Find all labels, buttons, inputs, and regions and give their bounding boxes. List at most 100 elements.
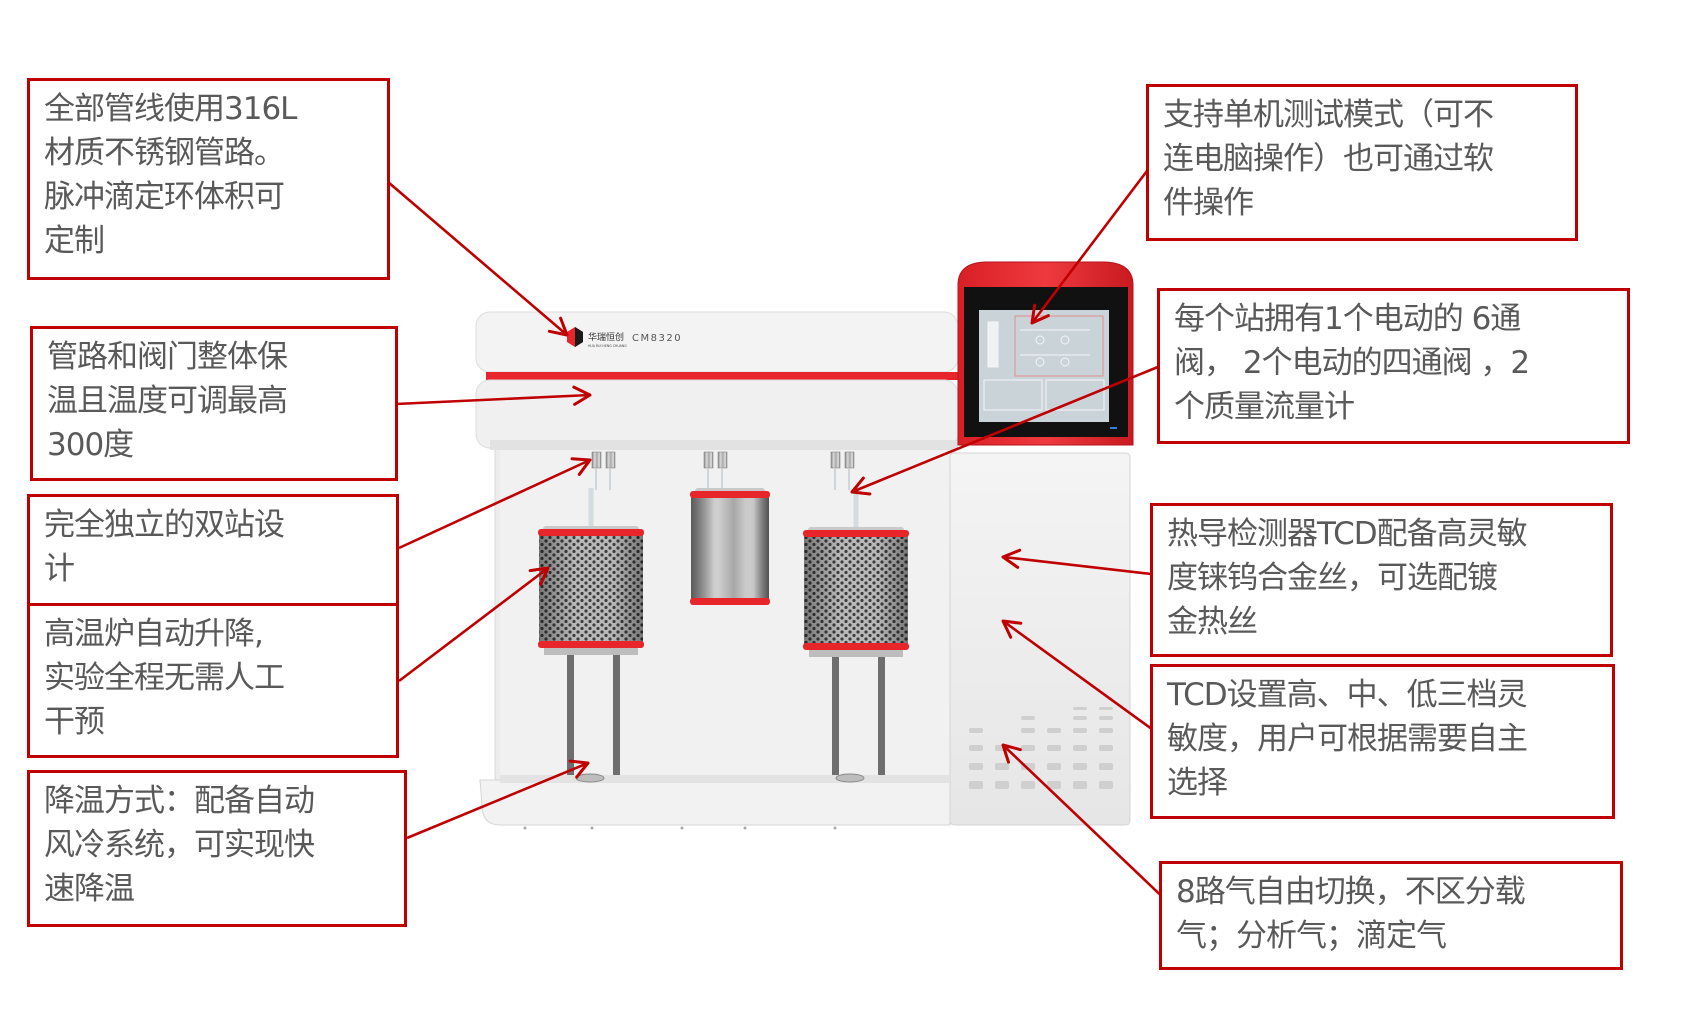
furnace-heater	[690, 488, 770, 605]
tube-fitting	[844, 451, 855, 469]
arrow-shaft	[851, 360, 1171, 494]
callout-line: 支持单机测试模式（可不	[1163, 97, 1494, 133]
callout-line: 温且温度可调最高	[47, 383, 288, 419]
tube-fitting	[830, 451, 841, 469]
lift-rod	[567, 645, 574, 780]
vent-slot	[1021, 716, 1035, 720]
arrow-shaft	[406, 761, 589, 840]
leader-arrow	[1001, 548, 1161, 577]
callout-line: 阀， 2个电动的四通阀 ，2	[1174, 345, 1530, 381]
callout-gas-switching: 8路气自由切换，不区分载 气；分析气；滴定气	[1159, 861, 1623, 970]
lift-rod	[832, 647, 839, 780]
arrow-head-icon	[547, 316, 569, 337]
arrow-head-icon	[572, 385, 592, 406]
callout-line: 气；分析气；滴定气	[1176, 918, 1447, 954]
touchscreen-unit	[957, 261, 1134, 446]
callout-line: 干预	[44, 704, 105, 740]
callout-line: 材质不锈钢管路。	[44, 135, 285, 171]
lift-rod	[878, 647, 885, 780]
vent-slot	[995, 763, 1009, 770]
model-label: CM8320	[632, 333, 682, 344]
arrow-head-icon	[568, 759, 590, 779]
vent-slot	[969, 745, 983, 751]
vent-slot	[1099, 707, 1113, 710]
vent-slot	[1073, 728, 1087, 733]
vent-slot	[1073, 745, 1087, 751]
callout-line: 全部管线使用316L	[44, 91, 297, 127]
callout-pipeline-material: 全部管线使用316L 材质不锈钢管路。 脉冲滴定环体积可 定制	[27, 78, 390, 280]
red-band-top	[538, 529, 644, 536]
callout-line: 300度	[47, 427, 134, 463]
callout-line: 管路和阀门整体保	[47, 339, 288, 375]
callout-line: 8路气自由切换，不区分载	[1176, 874, 1526, 910]
callout-insulation-temp: 管路和阀门整体保 温且温度可调最高 300度	[30, 326, 398, 481]
vent-slot	[995, 781, 1009, 789]
vent-slot	[1073, 781, 1087, 789]
red-band-bottom	[803, 643, 909, 650]
vent-slot	[1099, 745, 1113, 751]
callout-furnace-lift: 高温炉自动升降, 实验全程无需人工 干预	[27, 603, 399, 758]
arrow-shaft	[1002, 619, 1161, 737]
vent-slot	[1099, 716, 1113, 720]
red-band-top	[803, 530, 909, 537]
vent-slot	[969, 728, 983, 733]
vent-slot	[1073, 707, 1087, 710]
callout-line: TCD设置高、中、低三档灵	[1167, 677, 1528, 713]
arrow-head-icon	[1030, 303, 1050, 325]
vent-slot	[1047, 728, 1061, 733]
callout-line: 每个站拥有1个电动的 6通	[1174, 301, 1521, 337]
arrow-shaft	[398, 458, 591, 550]
callout-line: 计	[44, 551, 75, 587]
arrow-shaft	[395, 393, 591, 406]
tube-fitting	[703, 451, 714, 469]
lift-rod	[613, 645, 620, 780]
callout-line: 风冷系统，可实现快	[44, 827, 315, 863]
callout-cooling: 降温方式：配备自动 风冷系统，可实现快 速降温	[27, 770, 407, 927]
callout-line: 个质量流量计	[1174, 389, 1355, 425]
arrow-shaft	[387, 181, 568, 336]
callout-valves-flowmeters: 每个站拥有1个电动的 6通 阀， 2个电动的四通阀 ，2 个质量流量计	[1157, 288, 1630, 444]
callout-dual-station: 完全独立的双站设 计	[27, 494, 399, 606]
leader-arrow	[850, 360, 1171, 496]
top-housing	[475, 311, 959, 450]
red-band-bottom	[690, 598, 770, 605]
callout-line: 脉冲滴定环体积可	[44, 179, 285, 215]
leader-arrow	[406, 759, 590, 840]
callout-line: 件操作	[1163, 185, 1254, 221]
arrow-shaft	[398, 566, 549, 683]
brand-name-en: HUA RUI HENG CHUANG	[588, 344, 627, 348]
leader-arrow	[1030, 162, 1155, 325]
arrow-shaft	[1002, 555, 1161, 577]
vent-slot	[1073, 763, 1087, 770]
vent-slot	[1073, 716, 1087, 720]
arrow-head-icon	[850, 476, 872, 496]
callout-line: 度铼钨合金丝，可选配镀	[1167, 560, 1498, 596]
callout-line: 降温方式：配备自动	[44, 783, 315, 819]
furnace-perforated	[538, 488, 644, 780]
furnace-perforated	[803, 488, 909, 780]
callout-line: 速降温	[44, 871, 135, 907]
arrow-head-icon	[1001, 548, 1022, 569]
leader-arrows	[387, 162, 1173, 907]
vent-grid	[969, 707, 1113, 789]
vent-slot	[1021, 781, 1035, 789]
arrow-head-icon	[528, 566, 550, 586]
leader-arrow	[398, 566, 550, 683]
brand-logo: 华瑞恒创 HUA RUI HENG CHUANG CM8320	[567, 327, 682, 348]
furnace-shading	[804, 533, 908, 647]
callout-line: 高温炉自动升降,	[44, 616, 264, 652]
vent-slot	[1047, 763, 1061, 770]
furnace-shading	[691, 494, 769, 602]
tube-fitting	[605, 451, 616, 469]
furnace-base-plate	[809, 650, 903, 657]
vent-slot	[1099, 781, 1113, 789]
vent-slot	[969, 781, 983, 789]
callout-line: 敏度，用户可根据需要自主	[1167, 721, 1528, 757]
callout-line: 选择	[1167, 765, 1228, 801]
vent-slot	[1021, 745, 1035, 751]
arrow-shaft	[1030, 162, 1155, 324]
brand-name: 华瑞恒创	[588, 331, 624, 343]
base-tray	[479, 773, 951, 830]
arrow-head-icon	[1001, 743, 1022, 764]
